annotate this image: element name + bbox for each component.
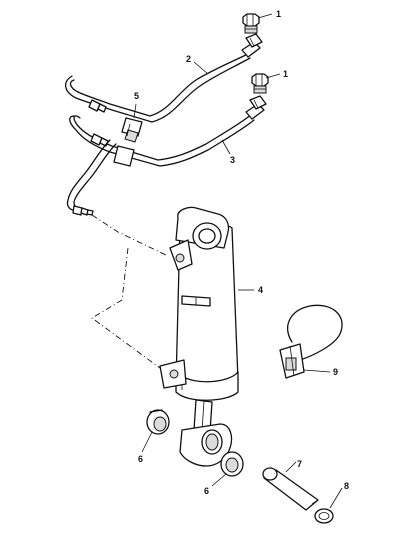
- clevis-pin: [262, 467, 319, 511]
- callout-9: 9: [333, 367, 338, 377]
- retaining-ring: [314, 508, 334, 524]
- callouts: 1 1 2 3 4 5 6 6 7 8 9: [133, 9, 349, 509]
- hydraulic-tube-lower: [69, 95, 267, 167]
- callout-1-lower: 1: [283, 69, 288, 79]
- callout-5: 5: [134, 91, 139, 101]
- callout-6-right: 6: [204, 486, 209, 496]
- callout-7: 7: [297, 459, 302, 469]
- hydraulic-tube-upper: [65, 33, 263, 123]
- callout-8: 8: [344, 481, 349, 491]
- routing-lines: [91, 214, 169, 369]
- callout-1-upper: 1: [276, 9, 281, 19]
- lanyard-pin: [279, 304, 343, 379]
- hydraulic-cylinder: [159, 206, 239, 467]
- bushing-left: [146, 409, 170, 435]
- callout-2: 2: [186, 54, 191, 64]
- callout-3: 3: [230, 155, 235, 165]
- tube-clamp: [113, 117, 143, 167]
- callout-4: 4: [258, 285, 263, 295]
- hydraulic-tube-to-cylinder: [66, 139, 117, 216]
- plug-upper: [242, 13, 260, 34]
- bushing-right: [220, 451, 244, 477]
- plug-lower: [251, 73, 269, 94]
- callout-6-left: 6: [138, 454, 143, 464]
